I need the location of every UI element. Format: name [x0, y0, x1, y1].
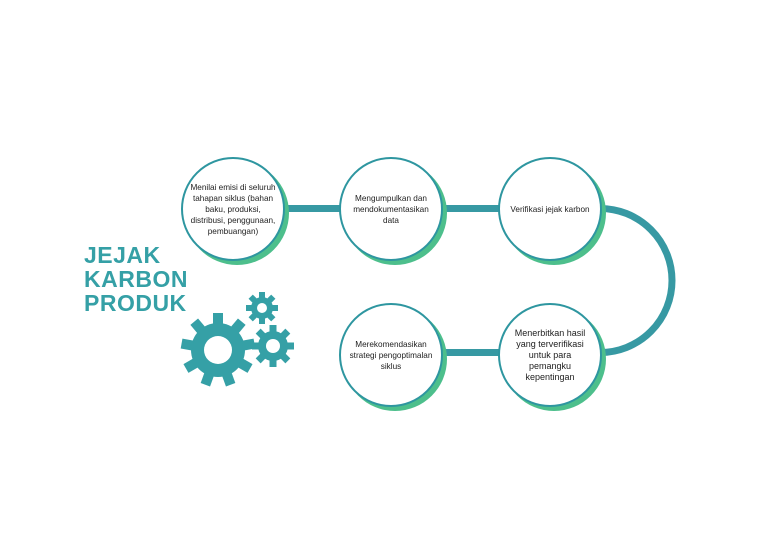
title-line: PRODUK — [84, 290, 187, 316]
step-4-circle: Menerbitkan hasil yang terverifikasi unt… — [498, 303, 602, 407]
step-5-circle: Merekomendasikan strategi pengoptimalan … — [339, 303, 443, 407]
step-1-circle: Menilai emisi di seluruh tahapan siklus … — [181, 157, 285, 261]
connector — [440, 349, 510, 356]
step-text: Mengumpulkan dan mendokumentasikan data — [353, 193, 429, 225]
title-line: JEJAK — [84, 242, 161, 268]
step-text: Verifikasi jejak karbon — [510, 204, 590, 214]
gears-icon — [180, 292, 294, 387]
step-text: Menerbitkan hasil yang terverifikasi unt… — [514, 327, 586, 382]
connector — [440, 205, 510, 212]
step-2-circle: Mengumpulkan dan mendokumentasikan data — [339, 157, 443, 261]
step-text: Merekomendasikan strategi pengoptimalan … — [349, 339, 433, 371]
page-title: JEJAK KARBON PRODUK — [84, 243, 188, 315]
curved-connector — [599, 205, 676, 356]
title-line: KARBON — [84, 266, 188, 292]
step-3-circle: Verifikasi jejak karbon — [498, 157, 602, 261]
step-text: Menilai emisi di seluruh tahapan siklus … — [190, 182, 276, 236]
connector — [280, 205, 350, 212]
